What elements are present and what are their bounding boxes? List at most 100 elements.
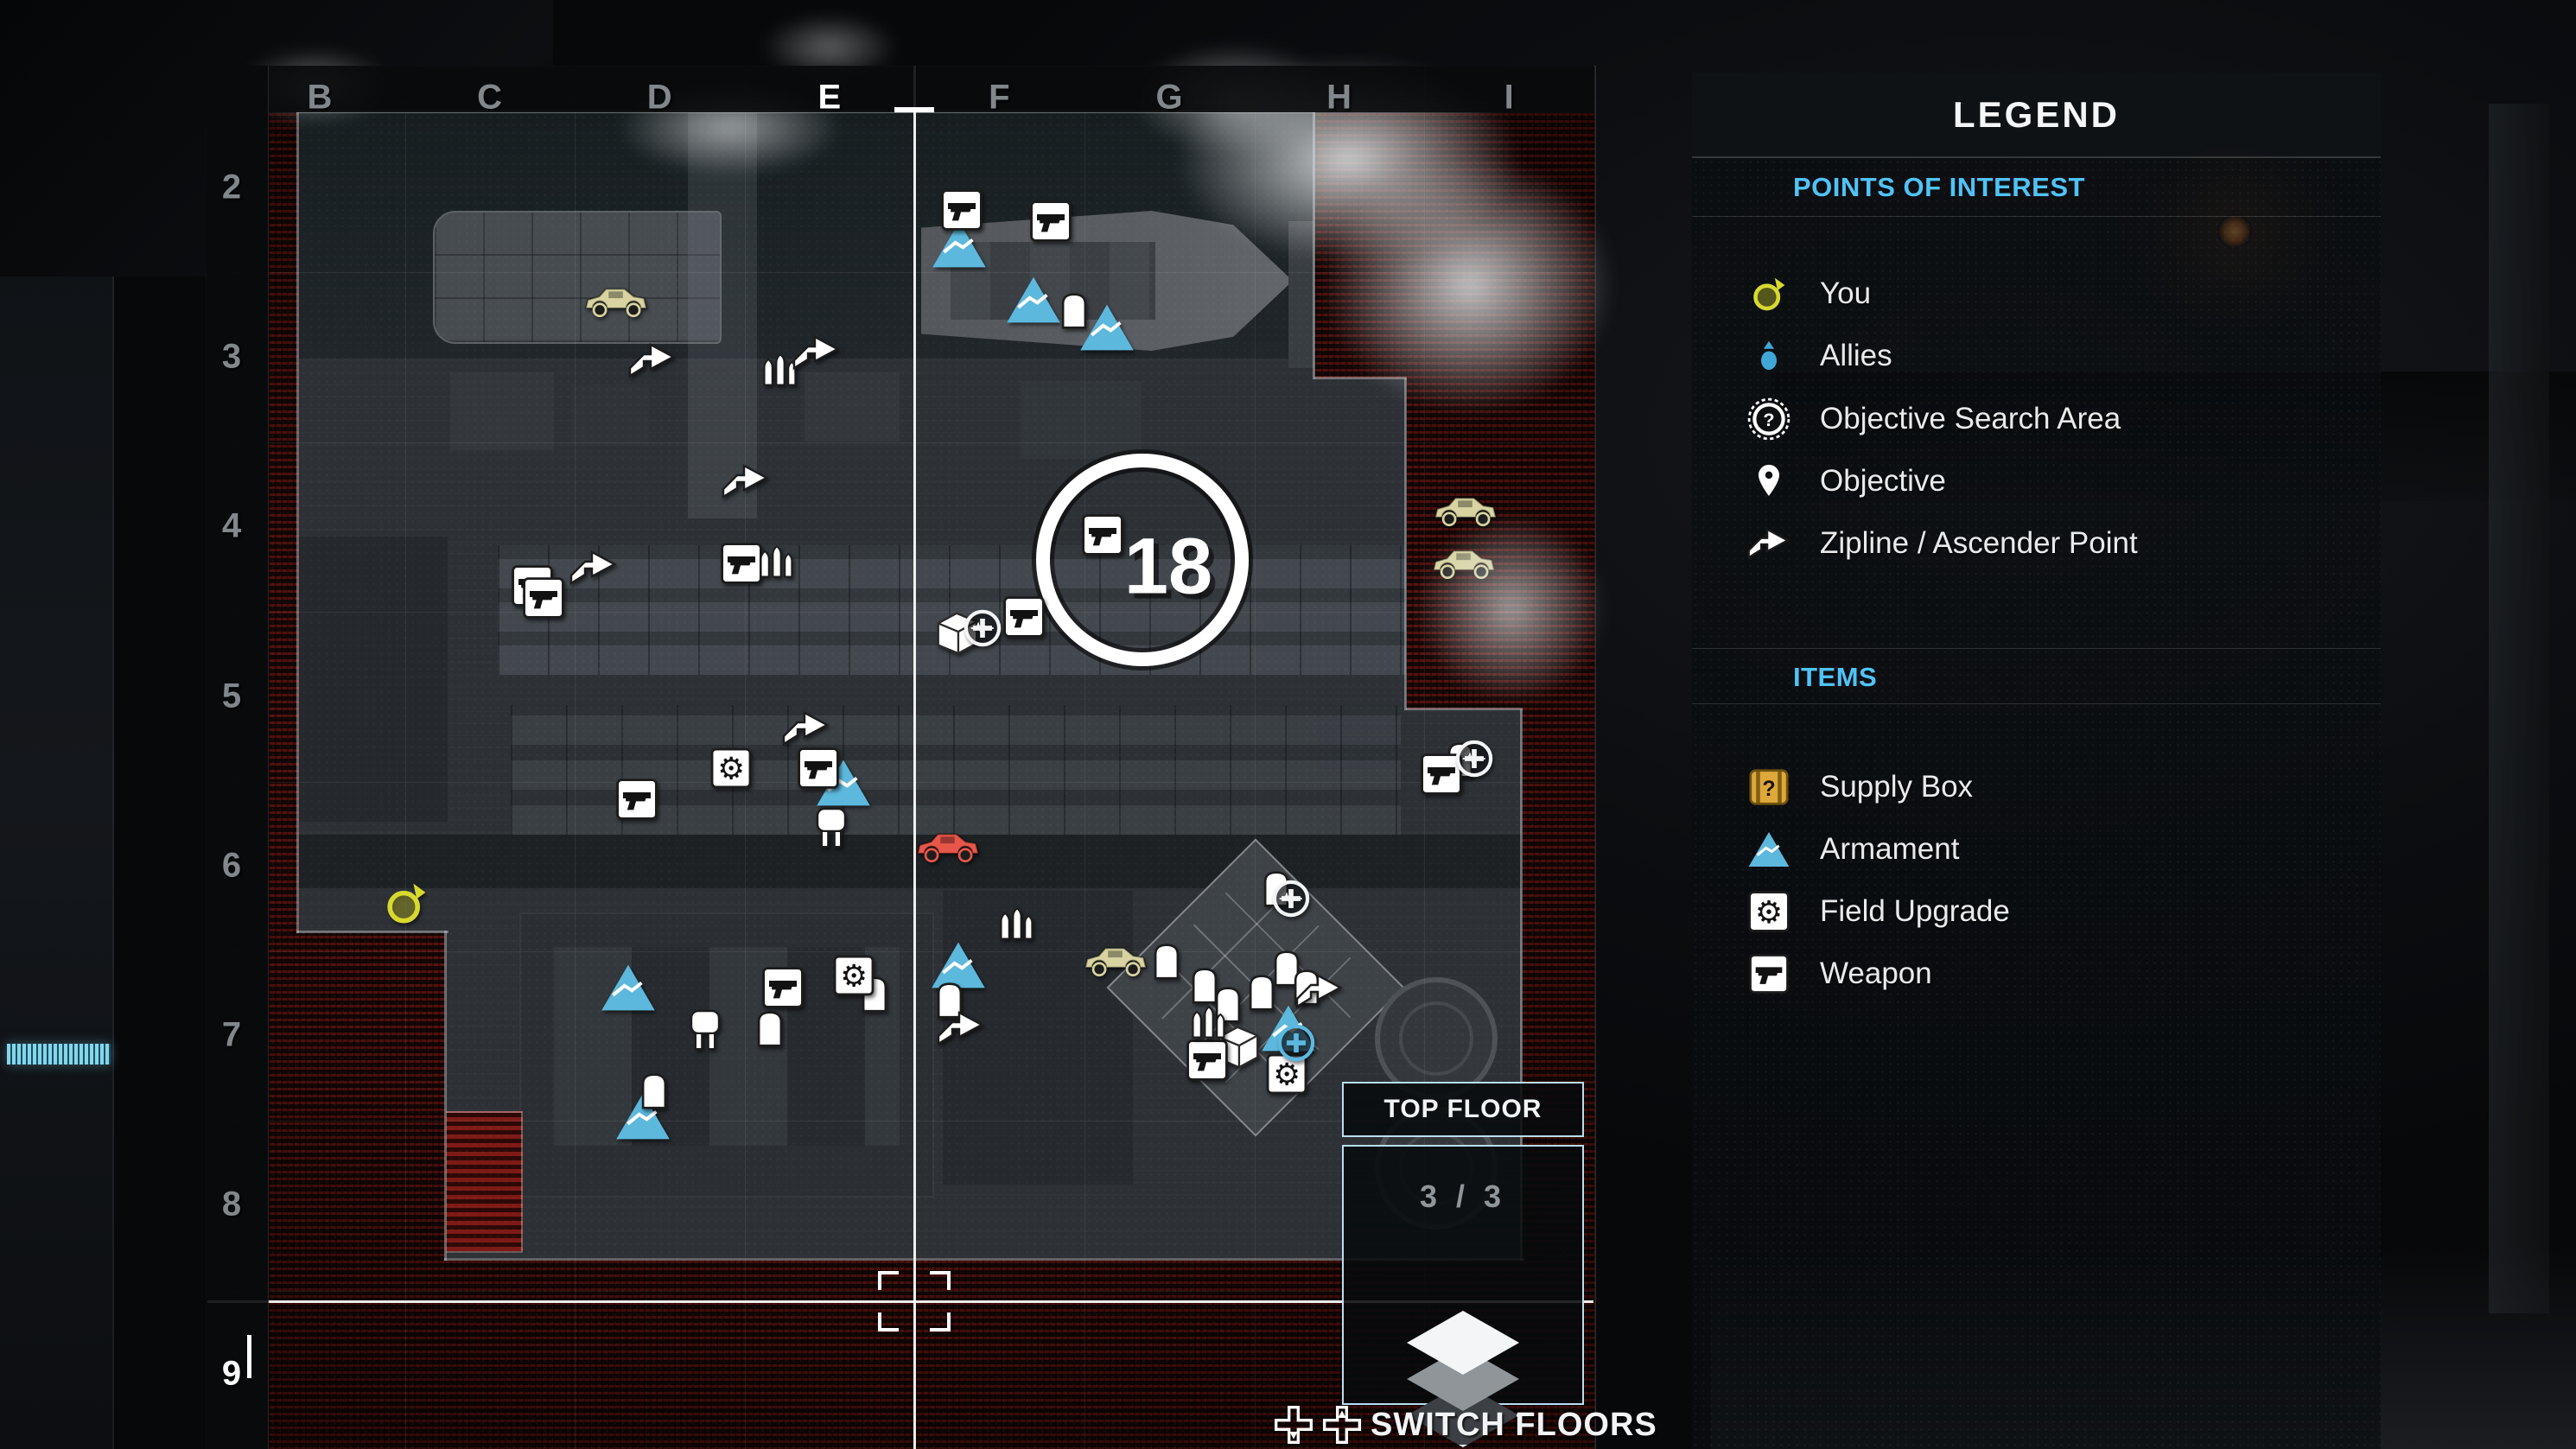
vehicle-tan-marker xyxy=(582,281,650,322)
medic-marker xyxy=(1271,879,1311,918)
legend-item-weapon: Weapon xyxy=(1744,943,2363,1005)
boundary-line xyxy=(444,931,447,1261)
map-building xyxy=(943,891,1133,1185)
boundary-line xyxy=(1406,708,1523,710)
vehicle-red-marker xyxy=(914,826,982,867)
grid-column-label: I xyxy=(1504,78,1514,117)
plate-marker xyxy=(1213,985,1243,1023)
grid-row-label: 5 xyxy=(221,677,242,715)
weapon-marker xyxy=(1421,753,1462,795)
svg-text:⚙: ⚙ xyxy=(840,960,868,994)
cursor-column-marker xyxy=(894,107,934,112)
zipline-marker xyxy=(792,332,842,373)
floor-title: TOP FLOOR xyxy=(1383,1095,1542,1123)
armament-marker xyxy=(600,963,657,1013)
floor-count: 3 / 3 xyxy=(1419,1179,1507,1214)
weapon-marker xyxy=(1082,514,1123,556)
map-barge xyxy=(433,211,722,344)
weapon-marker xyxy=(616,779,658,820)
boundary-line xyxy=(1314,377,1407,379)
switch-floors-control[interactable]: SWITCH FLOORS xyxy=(1274,1405,1657,1445)
switch-floors-label: SWITCH FLOORS xyxy=(1371,1406,1657,1443)
grid-column-label: B xyxy=(307,78,333,117)
legend-item-objective-pin: Objective xyxy=(1744,450,2363,512)
legend-item-supply-box: ?Supply Box xyxy=(1744,756,2363,818)
medic-marker xyxy=(1454,739,1494,779)
weapon-marker xyxy=(762,967,804,1008)
you-marker xyxy=(382,879,430,927)
zipline-marker xyxy=(936,1007,986,1049)
grid-row-label: 7 xyxy=(221,1015,242,1054)
supply-box-icon: ? xyxy=(1744,762,1794,812)
zipline-marker xyxy=(1294,970,1345,1012)
legend-item-label: Weapon xyxy=(1820,956,1932,990)
boundary-line xyxy=(1404,378,1407,710)
map-road xyxy=(299,835,1522,888)
dock-post-silhouette xyxy=(2489,104,2549,1313)
boundary-line xyxy=(296,112,299,933)
legend-item-allies: Allies xyxy=(1744,325,2363,387)
zipline-marker xyxy=(721,461,771,502)
weapon-marker xyxy=(523,577,564,619)
grid-row-label: 9 xyxy=(221,1354,242,1393)
grid-row-label: 3 xyxy=(221,337,242,376)
grid-row-strip xyxy=(206,66,269,1449)
legend-divider xyxy=(1692,216,2381,217)
plate-marker xyxy=(1059,291,1089,329)
grid-column-label: F xyxy=(989,78,1010,117)
gear-marker: ⚙ xyxy=(1266,1053,1307,1095)
boundary-line xyxy=(296,931,448,933)
map-cursor-reticle[interactable] xyxy=(878,1271,951,1331)
armament-marker xyxy=(930,940,987,990)
legend-divider xyxy=(1692,703,2381,704)
floor-indicator: 3 / 3 xyxy=(1342,1145,1584,1447)
grid-row-label: 4 xyxy=(221,506,242,545)
map-building xyxy=(805,372,900,442)
plate-marker xyxy=(639,1071,669,1109)
svg-text:⚙: ⚙ xyxy=(717,753,745,786)
map-storage-tank xyxy=(1375,977,1498,1100)
legend-header: LEGEND xyxy=(1692,73,2381,158)
plate-marker xyxy=(1272,949,1301,987)
map-container-yard xyxy=(511,705,1401,835)
map-building xyxy=(450,372,554,450)
boundary-line xyxy=(1313,112,1315,379)
grid-row-label: 6 xyxy=(221,846,242,885)
dpad-down-icon xyxy=(1274,1405,1313,1445)
objective-number: 18 xyxy=(1123,522,1213,611)
cursor-row-marker xyxy=(247,1335,251,1378)
field-upgrade-icon: ⚙ xyxy=(1744,887,1794,937)
weapon-marker xyxy=(1186,1039,1228,1081)
vehicle-tan-marker xyxy=(1430,543,1498,584)
grid-row-label: 8 xyxy=(221,1185,242,1223)
weapon-icon xyxy=(1744,949,1794,999)
legend-item-label: Zipline / Ascender Point xyxy=(1820,526,2138,561)
you-icon xyxy=(1744,269,1794,319)
canister-marker xyxy=(688,1007,722,1052)
legend-title: LEGEND xyxy=(1952,93,2120,135)
ammo-marker xyxy=(1188,1003,1230,1039)
ammo-marker xyxy=(756,543,798,579)
legend-divider xyxy=(1692,648,2381,649)
floor-title-box: TOP FLOOR xyxy=(1342,1082,1584,1137)
svg-text:?: ? xyxy=(1762,777,1775,801)
map-building xyxy=(1021,381,1142,459)
objective-search-icon: ? xyxy=(1744,394,1794,444)
map-cursor-horizontal-line xyxy=(207,1300,1593,1303)
legend-item-label: Armament xyxy=(1820,832,1960,866)
boundary-line xyxy=(1520,709,1523,1261)
zipline-marker xyxy=(781,708,831,749)
weapon-marker xyxy=(1030,200,1072,242)
plate-marker xyxy=(1247,973,1276,1011)
allies-icon xyxy=(1744,331,1794,381)
legend-item-label: Allies xyxy=(1820,339,1892,373)
boundary-line xyxy=(444,1258,1524,1261)
legend-item-you: You xyxy=(1744,263,2363,325)
medic-blue-marker xyxy=(1276,1023,1316,1063)
svg-text:?: ? xyxy=(1763,409,1774,430)
grid-column-strip xyxy=(206,66,1594,112)
legend-item-field-upgrade: ⚙Field Upgrade xyxy=(1744,880,2363,943)
grid-column-label: G xyxy=(1155,78,1183,117)
